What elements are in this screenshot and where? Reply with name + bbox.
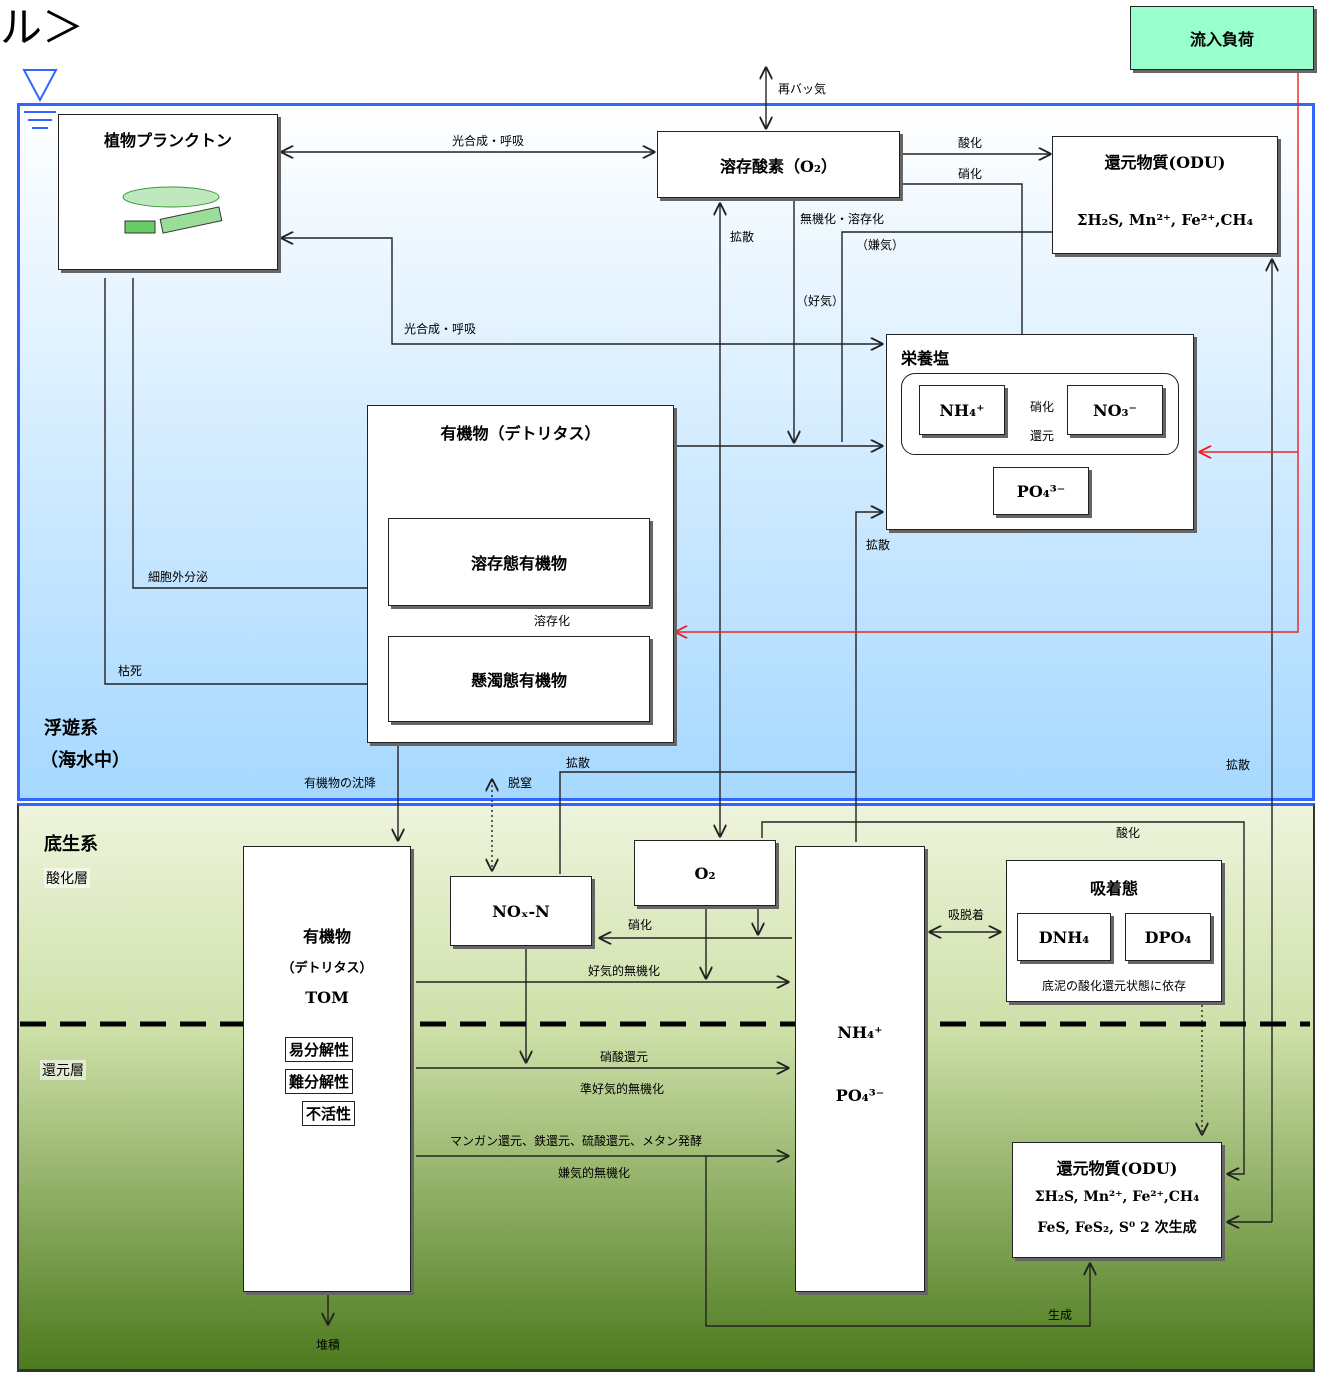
nh4-box: NH₄⁺ bbox=[919, 385, 1005, 435]
exudation-label: 細胞外分泌 bbox=[148, 570, 208, 584]
odu-sediment-box: 還元物質(ODU) ΣH₂S, Mn²⁺, Fe²⁺,CH₄ FeS, FeS₂… bbox=[1012, 1142, 1222, 1258]
odu-water-box: 還元物質(ODU) ΣH₂S, Mn²⁺, Fe²⁺,CH₄ bbox=[1052, 136, 1278, 254]
adsorbed-title: 吸着態 bbox=[1007, 875, 1221, 899]
odu-sediment-title: 還元物質(ODU) bbox=[1013, 1155, 1221, 1179]
adsorption-label: 吸脱着 bbox=[948, 908, 984, 922]
detritus-box: 有機物（デトリタス） 溶存態有機物 懸濁態有機物 bbox=[367, 405, 674, 743]
inert-tag: 不活性 bbox=[302, 1101, 355, 1126]
generation-label: 生成 bbox=[1048, 1308, 1072, 1322]
plankton-illustration bbox=[111, 179, 231, 249]
inflow-load-label: 流入負荷 bbox=[1190, 26, 1254, 50]
nutrients-title: 栄養塩 bbox=[901, 345, 949, 369]
dnh4-label: DNH₄ bbox=[1039, 928, 1090, 947]
odu-sediment-line2: FeS, FeS₂, S⁰ 2 次生成 bbox=[1013, 1217, 1221, 1237]
sediment-organic-sub: （デトリタス） bbox=[244, 957, 410, 976]
nitrate-reduction-label: 硝酸還元 bbox=[600, 1050, 648, 1064]
photosynthesis-label-2: 光合成・呼吸 bbox=[404, 322, 476, 336]
death-label: 枯死 bbox=[118, 664, 142, 678]
sediment-po4-label: PO₄³⁻ bbox=[796, 1086, 924, 1105]
dissolved-organic-label: 溶存態有機物 bbox=[471, 550, 567, 574]
detritus-title: 有機物（デトリタス） bbox=[368, 420, 673, 444]
semi-aerobic-label: 準好気的無機化 bbox=[580, 1082, 664, 1096]
sediment-nutrient-box: NH₄⁺ PO₄³⁻ bbox=[795, 846, 925, 1292]
dissolved-organic-box: 溶存態有機物 bbox=[388, 518, 650, 606]
odu-water-formula: ΣH₂S, Mn²⁺, Fe²⁺,CH₄ bbox=[1053, 211, 1277, 229]
suspended-organic-box: 懸濁態有機物 bbox=[388, 636, 650, 722]
dnh4-box: DNH₄ bbox=[1017, 913, 1111, 961]
adsorbed-box: 吸着態 DNH₄ DPO₄ 底泥の酸化還元状態に依存 bbox=[1006, 860, 1222, 1002]
reduction-small-label: 還元 bbox=[1030, 429, 1054, 443]
po4-label: PO₄³⁻ bbox=[1017, 482, 1065, 501]
po4-box: PO₄³⁻ bbox=[993, 467, 1089, 515]
odu-sediment-line1: ΣH₂S, Mn²⁺, Fe²⁺,CH₄ bbox=[1013, 1189, 1221, 1205]
labile-tag: 易分解性 bbox=[285, 1037, 353, 1062]
refractory-tag: 難分解性 bbox=[285, 1069, 353, 1094]
corner-title: ル＞ bbox=[0, 4, 84, 52]
diffusion-label-1: 拡散 bbox=[730, 230, 754, 244]
dpo4-label: DPO₄ bbox=[1145, 928, 1192, 947]
burial-label: 堆積 bbox=[316, 1338, 340, 1352]
nox-label: NOₓ-N bbox=[492, 902, 549, 921]
no3-label: NO₃⁻ bbox=[1093, 401, 1137, 420]
denitrification-label: 脱窒 bbox=[508, 776, 532, 790]
mineralization-label: 無機化・溶存化 bbox=[800, 212, 884, 226]
nitrification-label-2: 硝化 bbox=[628, 918, 652, 932]
photosynthesis-label-1: 光合成・呼吸 bbox=[452, 134, 524, 148]
sediment-nh4-label: NH₄⁺ bbox=[796, 1023, 924, 1042]
reduced-layer-label: 還元層 bbox=[40, 1060, 86, 1080]
oxidation-label-2: 酸化 bbox=[1116, 826, 1140, 840]
diffusion-label-3: 拡散 bbox=[566, 756, 590, 770]
dissolved-oxygen-box: 溶存酸素（O₂） bbox=[657, 131, 900, 198]
nox-box: NOₓ-N bbox=[450, 876, 592, 946]
diffusion-label-4: 拡散 bbox=[1226, 758, 1250, 772]
reaeration-label: 再バッ気 bbox=[778, 82, 826, 96]
dpo4-box: DPO₄ bbox=[1125, 913, 1211, 961]
o2-sediment-label: O₂ bbox=[695, 864, 716, 883]
adsorbed-note: 底泥の酸化還元状態に依存 bbox=[1007, 977, 1221, 994]
settling-label: 有機物の沈降 bbox=[304, 776, 376, 790]
dissolved-oxygen-title: 溶存酸素（O₂） bbox=[720, 153, 837, 177]
pelagic-label: 浮遊系 bbox=[44, 714, 98, 740]
anaerobic-mineralization-label: 嫌気的無機化 bbox=[558, 1166, 630, 1180]
aerobic-mineralization-label: 好気的無機化 bbox=[588, 964, 660, 978]
dissolution-label: 溶存化 bbox=[534, 614, 570, 628]
sediment-organic-title: 有機物 bbox=[244, 923, 410, 947]
nitrification-small-label: 硝化 bbox=[1030, 400, 1054, 414]
diffusion-label-2: 拡散 bbox=[866, 538, 890, 552]
oxidized-layer-label: 酸化層 bbox=[44, 868, 90, 888]
tom-label: TOM bbox=[244, 988, 410, 1007]
o2-sediment-box: O₂ bbox=[634, 840, 776, 906]
odu-water-title: 還元物質(ODU) bbox=[1053, 149, 1277, 173]
benthic-label: 底生系 bbox=[44, 830, 98, 856]
redox-chain-label: マンガン還元、鉄還元、硫酸還元、メタン発酵 bbox=[450, 1134, 702, 1148]
aerobic-label: （好気） bbox=[796, 294, 844, 308]
oxidation-label-1: 酸化 bbox=[958, 136, 982, 150]
anaerobic-label: （嫌気） bbox=[856, 238, 904, 252]
phytoplankton-title: 植物プランクトン bbox=[59, 127, 277, 151]
no3-box: NO₃⁻ bbox=[1067, 385, 1163, 435]
inflow-load-box: 流入負荷 bbox=[1130, 6, 1314, 70]
pelagic-sub-label: （海水中） bbox=[40, 746, 130, 772]
nitrification-label-1: 硝化 bbox=[958, 167, 982, 181]
phytoplankton-box: 植物プランクトン bbox=[58, 114, 278, 270]
nh4-label: NH₄⁺ bbox=[939, 401, 984, 420]
suspended-organic-label: 懸濁態有機物 bbox=[471, 667, 567, 691]
